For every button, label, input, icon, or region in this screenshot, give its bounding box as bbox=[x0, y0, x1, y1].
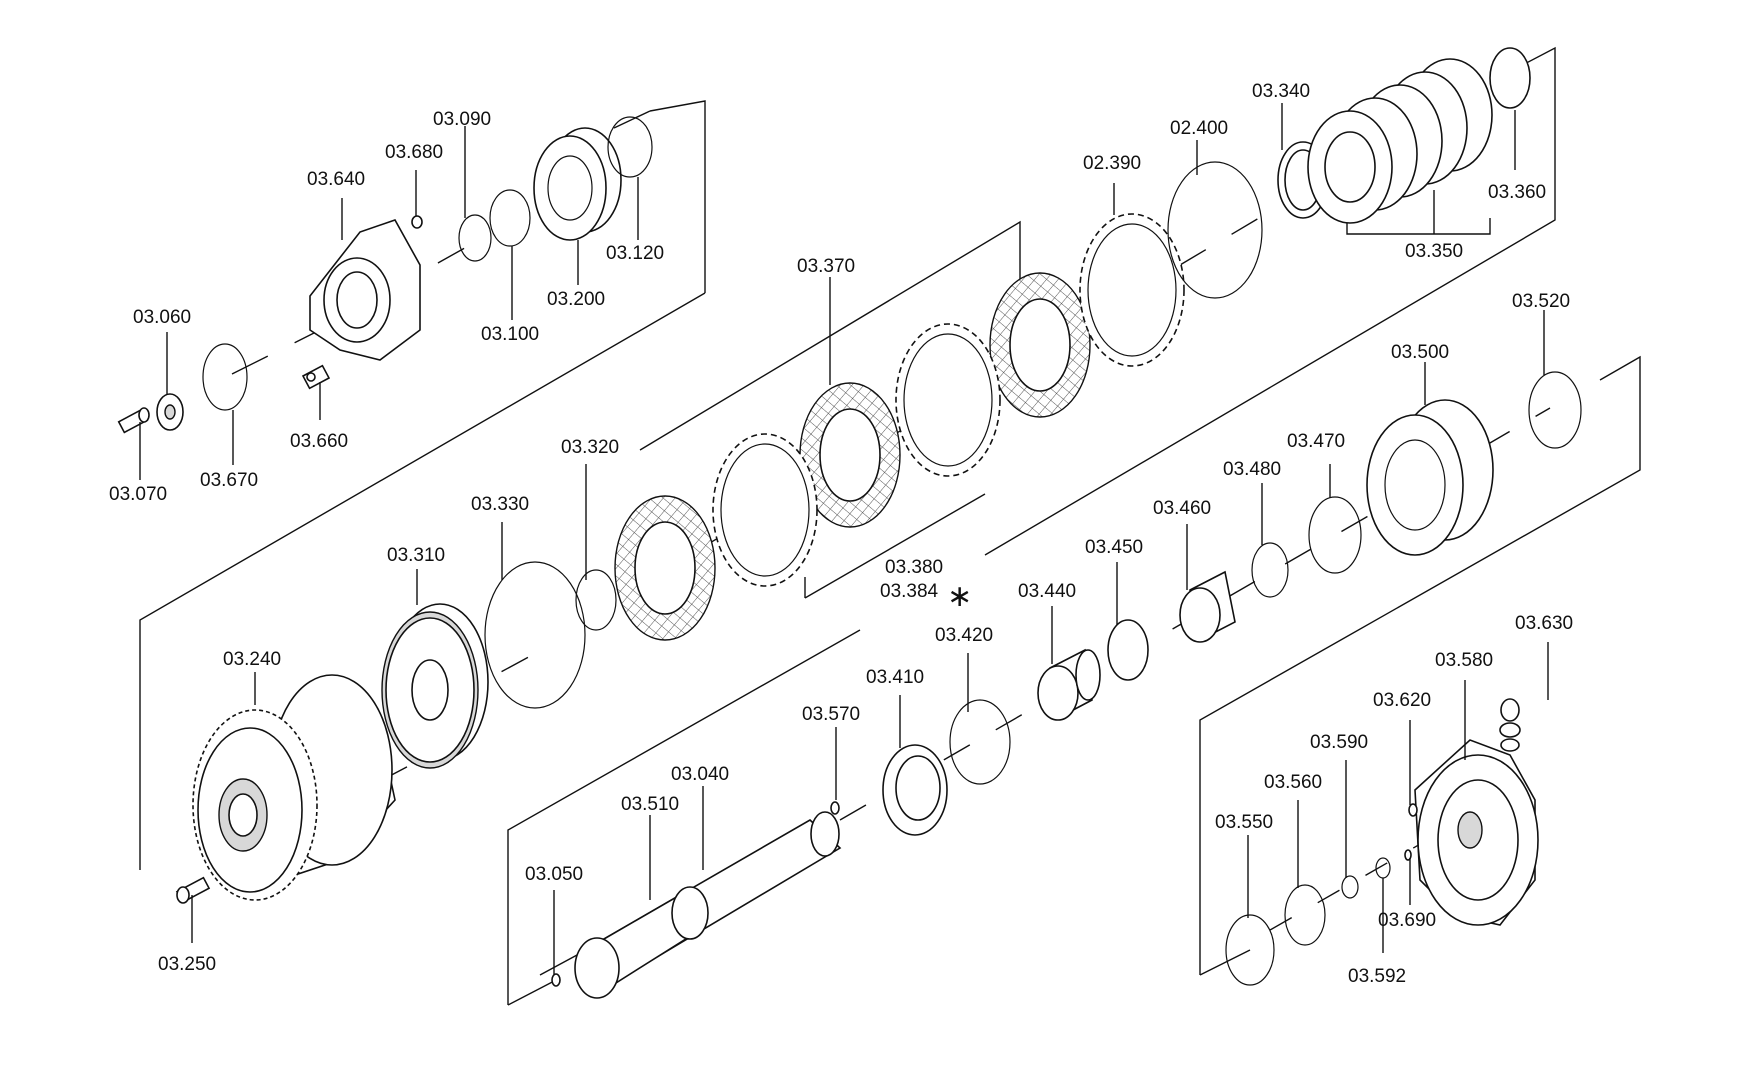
cover-03580-part bbox=[1414, 739, 1539, 926]
ring-03480-part bbox=[1251, 542, 1289, 598]
label-03630: 03.630 bbox=[1515, 613, 1573, 634]
label-03680: 03.680 bbox=[385, 142, 443, 163]
ring-03470-part bbox=[1308, 496, 1362, 574]
bolt-03250-part bbox=[175, 876, 211, 904]
pump-housing-03640-part bbox=[309, 219, 421, 361]
label-03670: 03.670 bbox=[200, 470, 258, 491]
pin-03620-part bbox=[1408, 803, 1418, 817]
label-03420: 03.420 bbox=[935, 625, 993, 646]
bolt-03070-part bbox=[117, 407, 150, 434]
asterisk-marker: ∗ bbox=[947, 579, 972, 614]
seal-03410-part bbox=[882, 744, 948, 836]
steel-plate-03380-part bbox=[712, 323, 1001, 587]
group-frames bbox=[139, 46, 1641, 1006]
ring-03560-part bbox=[1284, 884, 1326, 946]
label-02400: 02.400 bbox=[1170, 118, 1228, 139]
label-03592: 03.592 bbox=[1348, 966, 1406, 987]
label-03310: 03.310 bbox=[387, 545, 445, 566]
fitting-03660-part bbox=[301, 364, 331, 390]
label-03384: 03.384 bbox=[880, 581, 939, 602]
label-03560: 03.560 bbox=[1264, 772, 1322, 793]
label-03370: 03.370 bbox=[797, 256, 855, 277]
fitting-03630-part bbox=[1499, 698, 1521, 752]
seal-03330-part bbox=[484, 561, 586, 709]
label-03100: 03.100 bbox=[481, 324, 539, 345]
ring-03120-part bbox=[607, 116, 653, 178]
ring-03550-part bbox=[1225, 914, 1275, 986]
label-03340: 03.340 bbox=[1252, 81, 1310, 102]
label-03410: 03.410 bbox=[866, 667, 924, 688]
ring-03590-part bbox=[1341, 875, 1359, 899]
bushing-03450-part bbox=[1107, 619, 1149, 681]
label-03510: 03.510 bbox=[621, 794, 679, 815]
label-03460: 03.460 bbox=[1153, 498, 1211, 519]
label-03040: 03.040 bbox=[671, 764, 729, 785]
label-03570: 03.570 bbox=[802, 704, 860, 725]
leader-lines bbox=[139, 103, 1549, 975]
ring-03420-part bbox=[949, 699, 1011, 785]
label-03120: 03.120 bbox=[606, 243, 664, 264]
bushing-03440-part bbox=[1037, 648, 1101, 721]
snap-ring-02400-part bbox=[1167, 161, 1263, 299]
bushing-03460-part bbox=[1179, 570, 1236, 643]
pin-03690-part bbox=[1404, 849, 1412, 861]
friction-disc-03370-part bbox=[614, 272, 1091, 641]
oring-03670-part bbox=[202, 343, 248, 411]
label-03380: 03.380 bbox=[885, 557, 943, 578]
label-03060: 03.060 bbox=[133, 307, 191, 328]
shaft-03040-part bbox=[574, 811, 842, 999]
label-03450: 03.450 bbox=[1085, 537, 1143, 558]
pin-03680-part bbox=[411, 215, 423, 229]
label-03500: 03.500 bbox=[1391, 342, 1449, 363]
washer-03060-part bbox=[156, 393, 184, 431]
clutch-drum-03240-part bbox=[192, 674, 396, 901]
label-03360: 03.360 bbox=[1488, 182, 1546, 203]
label-03690: 03.690 bbox=[1378, 910, 1436, 931]
label-03470: 03.470 bbox=[1287, 431, 1345, 452]
label-03070: 03.070 bbox=[109, 484, 167, 505]
label-03520: 03.520 bbox=[1512, 291, 1570, 312]
label-03350: 03.350 bbox=[1405, 241, 1463, 262]
label-03660: 03.660 bbox=[290, 431, 348, 452]
label-03620: 03.620 bbox=[1373, 690, 1431, 711]
label-03240: 03.240 bbox=[223, 649, 281, 670]
ring-03520-part bbox=[1528, 371, 1582, 449]
ring-03360-part bbox=[1489, 47, 1531, 109]
bearing-03500-part bbox=[1366, 399, 1494, 556]
label-03580: 03.580 bbox=[1435, 650, 1493, 671]
label-03480: 03.480 bbox=[1223, 459, 1281, 480]
label-03320: 03.320 bbox=[561, 437, 619, 458]
piston-03310-part bbox=[381, 603, 489, 769]
snap-ring-03090-part bbox=[458, 214, 492, 262]
pin-03050-part bbox=[551, 973, 561, 987]
label-03090: 03.090 bbox=[433, 109, 491, 130]
label-03200: 03.200 bbox=[547, 289, 605, 310]
label-03050: 03.050 bbox=[525, 864, 583, 885]
label-03330: 03.330 bbox=[471, 494, 529, 515]
label-02390: 02.390 bbox=[1083, 153, 1141, 174]
label-03250: 03.250 bbox=[158, 954, 216, 975]
part-labels: 03.060 03.070 03.670 03.640 03.660 03.68… bbox=[109, 81, 1573, 987]
plate-02390-part bbox=[1079, 213, 1185, 367]
label-03550: 03.550 bbox=[1215, 812, 1273, 833]
label-03640: 03.640 bbox=[307, 169, 365, 190]
ring-03320-part bbox=[575, 569, 617, 631]
label-03440: 03.440 bbox=[1018, 581, 1076, 602]
ring-03100-part bbox=[489, 189, 531, 247]
spring-pack-03350-part bbox=[1307, 58, 1493, 224]
label-03590: 03.590 bbox=[1310, 732, 1368, 753]
pin-03570-part bbox=[830, 801, 840, 815]
bearing-03200-part bbox=[533, 127, 622, 241]
